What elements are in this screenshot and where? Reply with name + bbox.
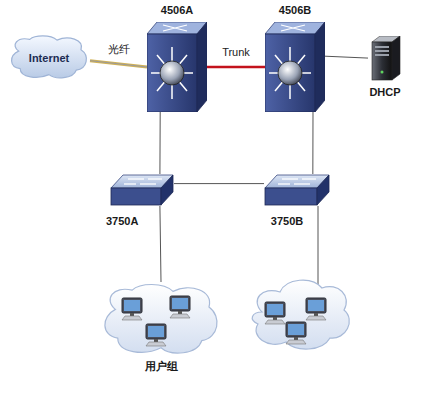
- switch-icon: 4506B: [265, 22, 325, 112]
- core-graphic: [147, 22, 207, 112]
- core-graphic: [265, 22, 325, 112]
- node-label: DHCP: [369, 86, 400, 99]
- user-cloud: [252, 280, 349, 349]
- node-label: Internet: [29, 52, 69, 65]
- node-label: 4506A: [161, 4, 193, 17]
- network-cloud: 用户组: [100, 282, 222, 356]
- link-line: [325, 56, 368, 58]
- usercloud-graphic: [100, 282, 222, 356]
- switch-icon: 3750A: [110, 174, 174, 206]
- server-icon: DHCP: [368, 36, 402, 82]
- access-graphic: [264, 174, 330, 206]
- node-label: 4506B: [279, 4, 311, 17]
- switch-icon: 4506A: [147, 22, 207, 112]
- node-label: 用户组: [145, 360, 178, 373]
- link-line: [174, 183, 264, 184]
- link-line: [318, 206, 319, 289]
- switch-icon: 3750B: [264, 174, 330, 206]
- access-graphic: [110, 174, 174, 206]
- node-label: 3750A: [106, 215, 138, 228]
- link-line: [90, 61, 147, 67]
- link-line: [160, 206, 161, 282]
- network-cloud: Internet: [8, 34, 90, 80]
- server-graphic: [368, 36, 402, 82]
- link-line: [159, 112, 160, 174]
- link-line: [312, 112, 313, 174]
- node-label: 3750B: [271, 215, 303, 228]
- link-line: [207, 67, 265, 68]
- link-label: Trunk: [220, 46, 252, 59]
- link-label: 光纤: [106, 43, 132, 56]
- pc-icons: [265, 298, 326, 344]
